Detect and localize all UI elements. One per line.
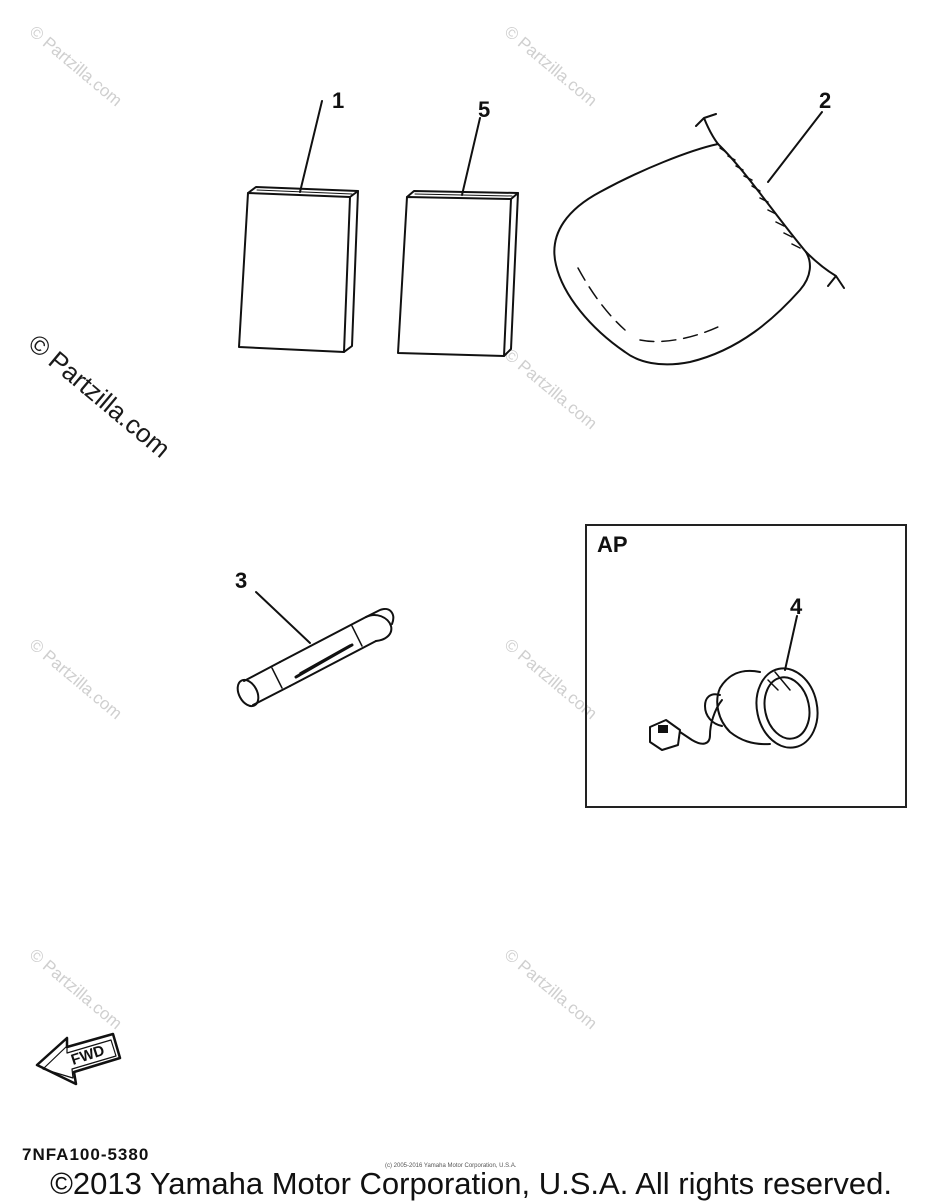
small-copyright: (c) 2005-2016 Yamaha Motor Corporation, … bbox=[385, 1163, 517, 1169]
manual-book-part-5 bbox=[397, 117, 519, 357]
callout-2: 2 bbox=[819, 88, 832, 113]
callout-3: 3 bbox=[235, 568, 248, 593]
drawing-code: 7NFA100-5380 bbox=[22, 1145, 150, 1164]
fwd-arrow: FWD bbox=[35, 1032, 122, 1086]
manual-book-part-1 bbox=[238, 100, 359, 353]
ap-label: AP bbox=[597, 532, 628, 557]
callout-5: 5 bbox=[478, 97, 491, 122]
gauge-part-4 bbox=[649, 615, 819, 751]
callout-4: 4 bbox=[790, 594, 803, 619]
copyright-notice: ©2013 Yamaha Motor Corporation, U.S.A. A… bbox=[50, 1166, 892, 1201]
callout-1: 1 bbox=[332, 88, 345, 113]
fuse-part-3 bbox=[236, 591, 395, 708]
storage-bag-part-2 bbox=[553, 111, 845, 366]
ap-box bbox=[585, 524, 907, 808]
